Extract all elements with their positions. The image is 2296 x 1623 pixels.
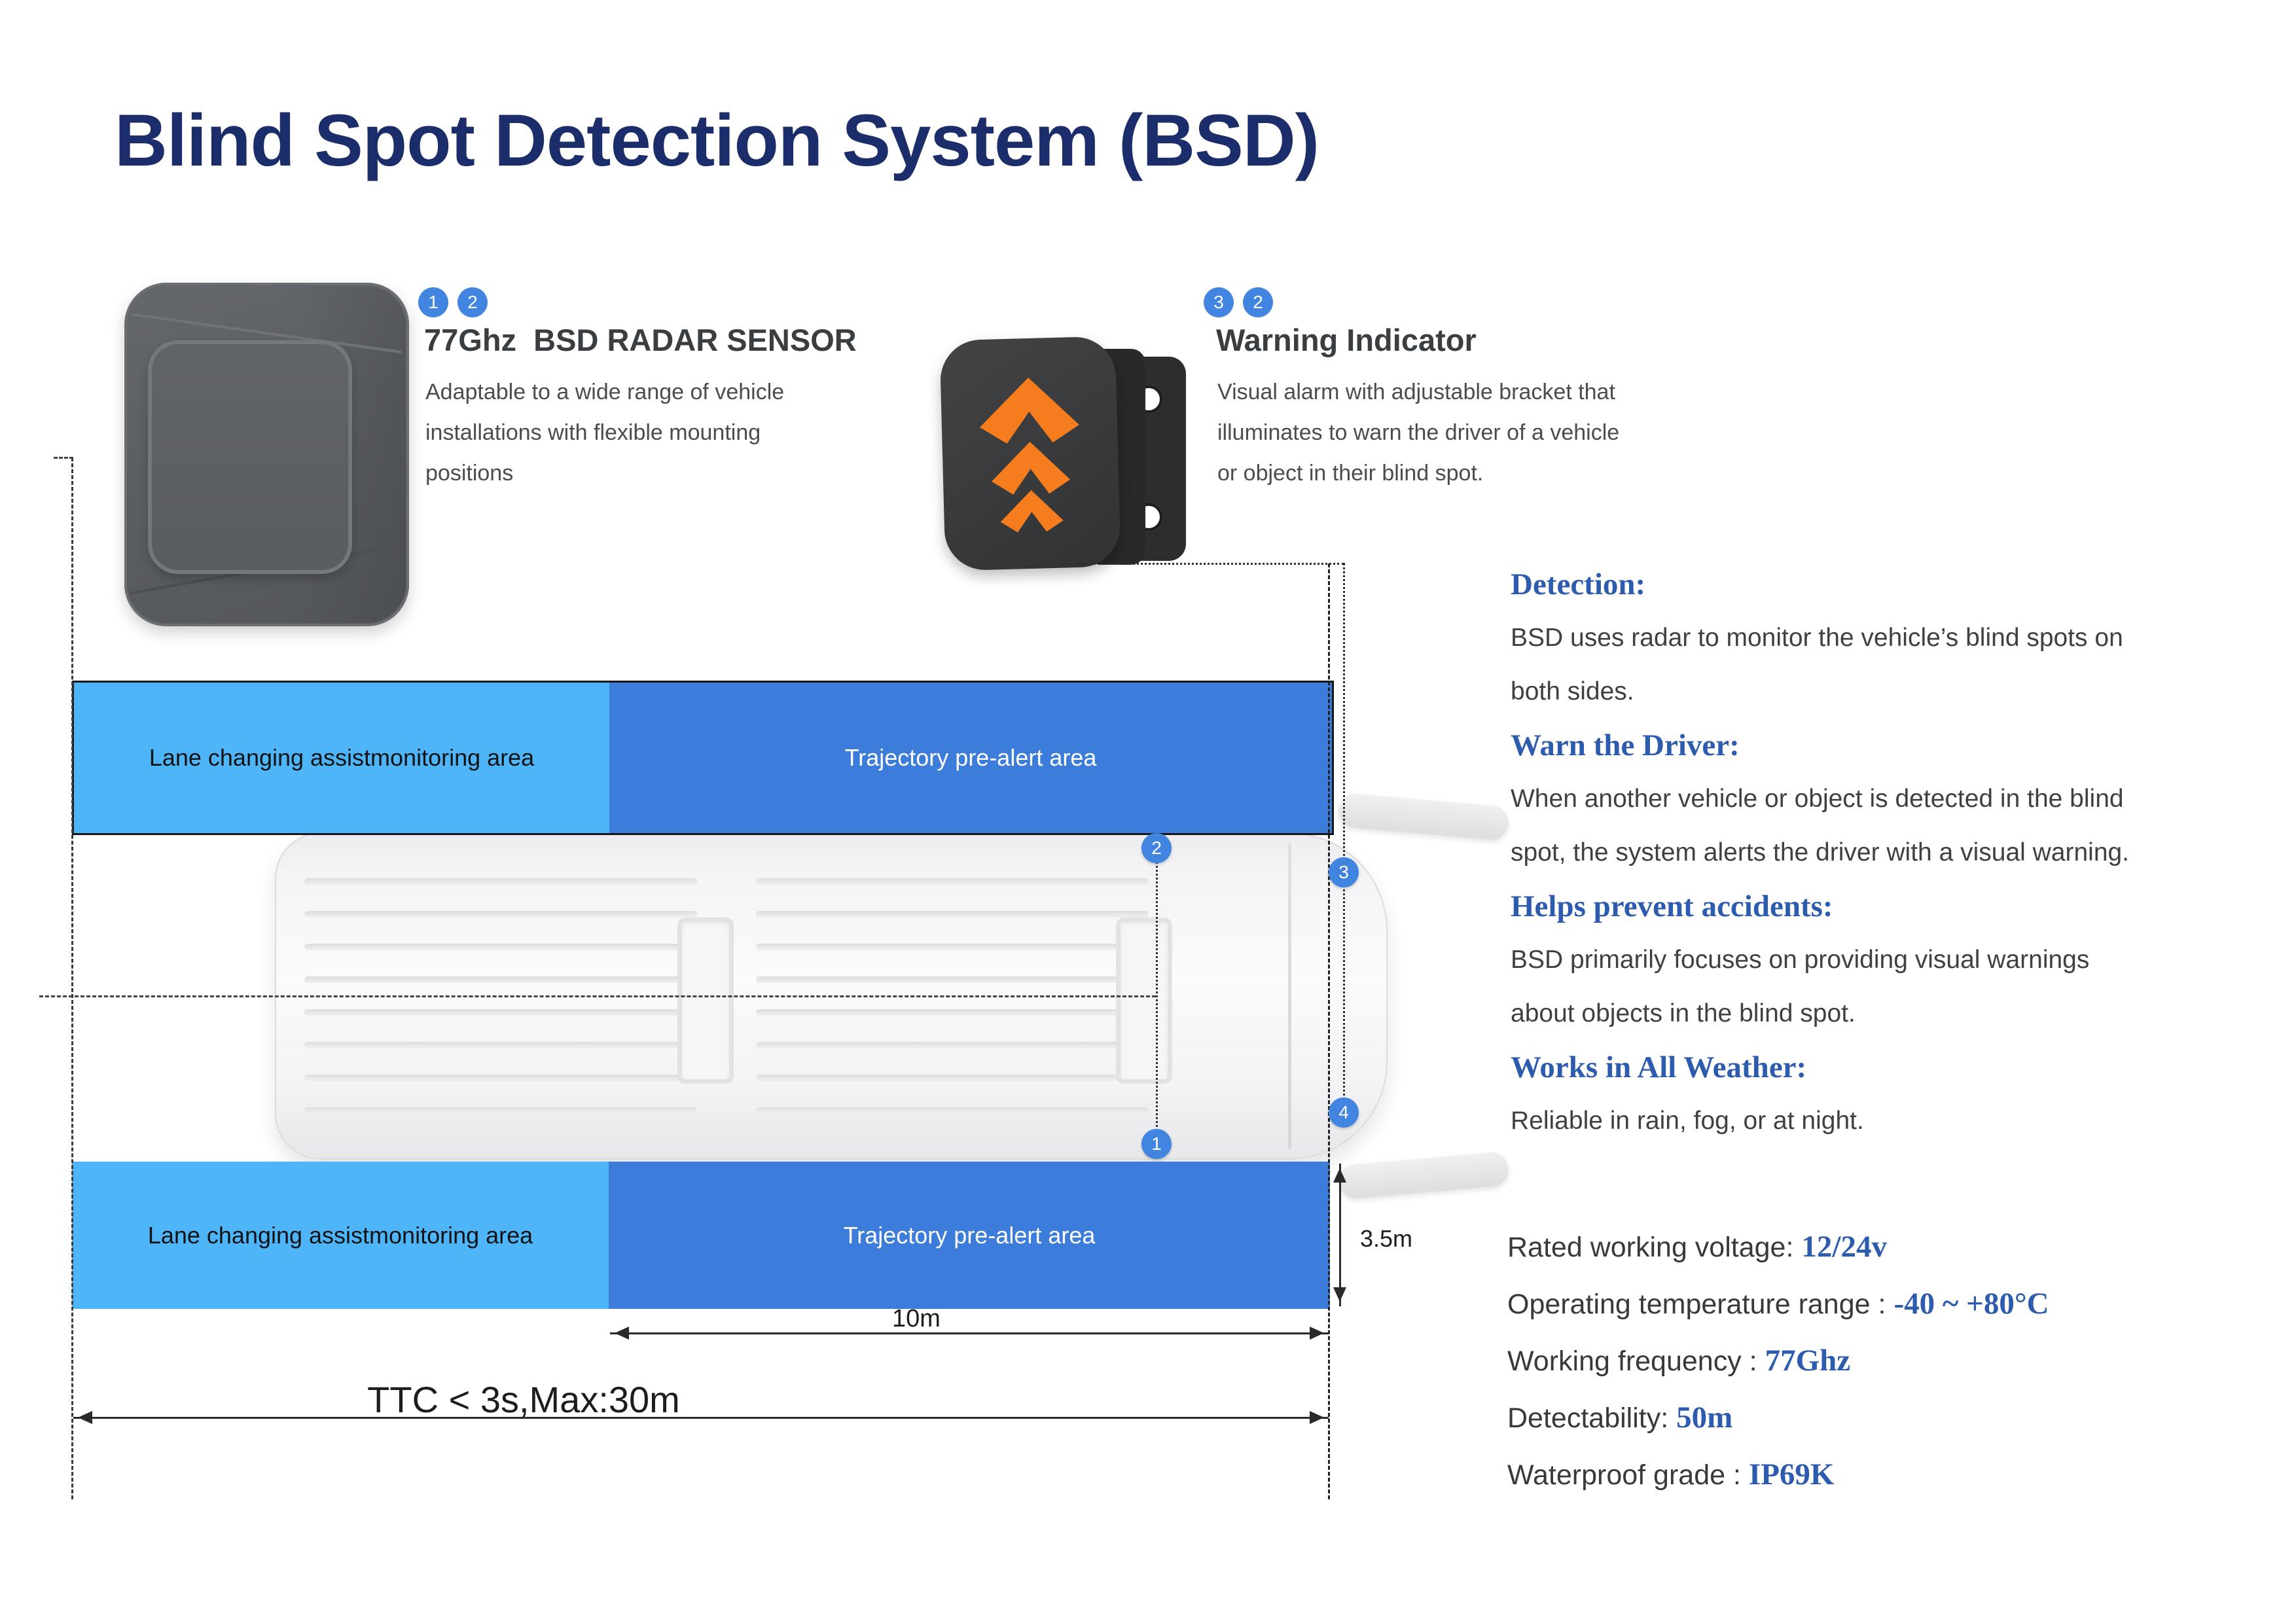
measure-label-ttc: TTC < 3s,Max:30m	[367, 1379, 680, 1420]
leader-line-rear-sensors	[1156, 857, 1158, 1132]
chevron-up-icon	[991, 440, 1071, 495]
callout-badge-1-icon: 1	[418, 287, 448, 317]
spec-row: Waterproof grade :IP69K	[1507, 1446, 2280, 1503]
position-badge-1-icon: 1	[1141, 1129, 1172, 1159]
feature-line: Reliable in rain, fog, or at night.	[1511, 1107, 1864, 1135]
spec-value: 12/24v	[1801, 1230, 1887, 1264]
indicator-section-heading: Warning Indicator	[1216, 323, 1477, 357]
measure-label-3-5m: 3.5m	[1360, 1225, 1413, 1252]
radar-section-heading: 77Ghz BSD RADAR SENSOR	[424, 323, 857, 357]
feature-line: both sides.	[1511, 677, 1634, 705]
monitoring-area-top: Lane changing assistmonitoring area Traj…	[72, 681, 1334, 835]
feature-line: spot, the system alerts the driver with …	[1511, 838, 2130, 866]
radar-sensor-image	[124, 283, 409, 626]
feature-heading: Helps prevent accidents:	[1511, 889, 1833, 923]
measure-arrow-ttc	[73, 1411, 1329, 1424]
indicator-desc-line-1: Visual alarm with adjustable bracket tha…	[1217, 380, 1615, 404]
feature-heading: Detection:	[1511, 567, 1646, 601]
spec-value: 77Ghz	[1765, 1344, 1851, 1378]
chevron-up-icon	[999, 490, 1064, 533]
feature-line: When another vehicle or object is detect…	[1511, 785, 2124, 813]
truck-hatch-right	[1116, 918, 1172, 1084]
feature-heading: Works in All Weather:	[1511, 1050, 1807, 1084]
lane-change-area-top: Lane changing assistmonitoring area	[74, 683, 609, 833]
page-title: Blind Spot Detection System (BSD)	[115, 99, 1319, 181]
position-badge-4-icon: 4	[1329, 1097, 1359, 1128]
callout-badge-2-icon: 2	[457, 287, 488, 317]
truck-mirror-bottom	[1337, 1150, 1510, 1200]
guide-line-left	[71, 457, 73, 1499]
feature-line: BSD primarily focuses on providing visua…	[1511, 946, 2090, 974]
measure-arrow-3-5m	[1333, 1164, 1346, 1306]
warning-indicator-image	[939, 336, 1121, 571]
spec-value: IP69K	[1748, 1457, 1835, 1491]
spec-row: Working frequency : 77Ghz	[1507, 1332, 2280, 1389]
spec-label: Working frequency :	[1507, 1346, 1757, 1377]
callout-badge-2b-icon: 2	[1243, 287, 1273, 317]
indicator-desc-line-3: or object in their blind spot.	[1217, 461, 1484, 486]
radar-desc-line-3: positions	[425, 461, 514, 486]
spec-label: Waterproof grade :	[1507, 1459, 1741, 1491]
leader-line-indicator	[1062, 563, 1344, 565]
trajectory-area-top: Trajectory pre-alert area	[609, 683, 1332, 833]
spec-row: Operating temperature range :-40 ~ +80°C	[1507, 1275, 2280, 1332]
callout-badge-3-icon: 3	[1204, 287, 1234, 317]
measure-arrow-10m	[610, 1327, 1329, 1340]
radar-desc-line-2: installations with flexible mounting	[425, 420, 761, 445]
feature-line: about objects in the blind spot.	[1511, 999, 1856, 1027]
radar-sensor-face	[148, 340, 352, 574]
spec-row: Rated working voltage:12/24v	[1507, 1219, 2280, 1275]
feature-heading: Warn the Driver:	[1511, 728, 1740, 762]
indicator-desc-line-2: illuminates to warn the driver of a vehi…	[1217, 420, 1620, 445]
feature-list: Detection: BSD uses radar to monitor the…	[1511, 558, 2283, 1148]
position-badge-3-icon: 3	[1329, 857, 1359, 887]
spec-label: Operating temperature range :	[1507, 1289, 1886, 1320]
feature-line: BSD uses radar to monitor the vehicle’s …	[1511, 624, 2123, 652]
spec-label: Detectability:	[1507, 1402, 1669, 1434]
truck-hatch-left	[677, 918, 734, 1084]
truck-cab-crease	[1288, 843, 1291, 1149]
leader-line-front-sensors	[1343, 563, 1345, 1113]
spec-value: -40 ~ +80°C	[1893, 1287, 2049, 1321]
radar-desc-line-1: Adaptable to a wide range of vehicle	[425, 380, 785, 404]
spec-row: Detectability:50m	[1507, 1389, 2280, 1446]
guide-line-right	[1328, 563, 1330, 1499]
chevron-up-icon	[978, 376, 1080, 444]
monitoring-area-bottom: Lane changing assistmonitoring area Traj…	[72, 1162, 1330, 1309]
vehicle-center-line	[39, 995, 1156, 997]
position-badge-2-icon: 2	[1141, 833, 1172, 863]
lane-change-area-bottom: Lane changing assistmonitoring area	[72, 1162, 609, 1309]
spec-label: Rated working voltage:	[1507, 1232, 1794, 1263]
trajectory-area-bottom: Trajectory pre-alert area	[609, 1162, 1330, 1309]
spec-list: Rated working voltage:12/24v Operating t…	[1507, 1219, 2280, 1503]
guide-stub-top-left	[54, 457, 73, 459]
truck-mirror-top	[1337, 792, 1510, 842]
spec-value: 50m	[1676, 1400, 1733, 1435]
measure-label-10m: 10m	[892, 1305, 941, 1332]
